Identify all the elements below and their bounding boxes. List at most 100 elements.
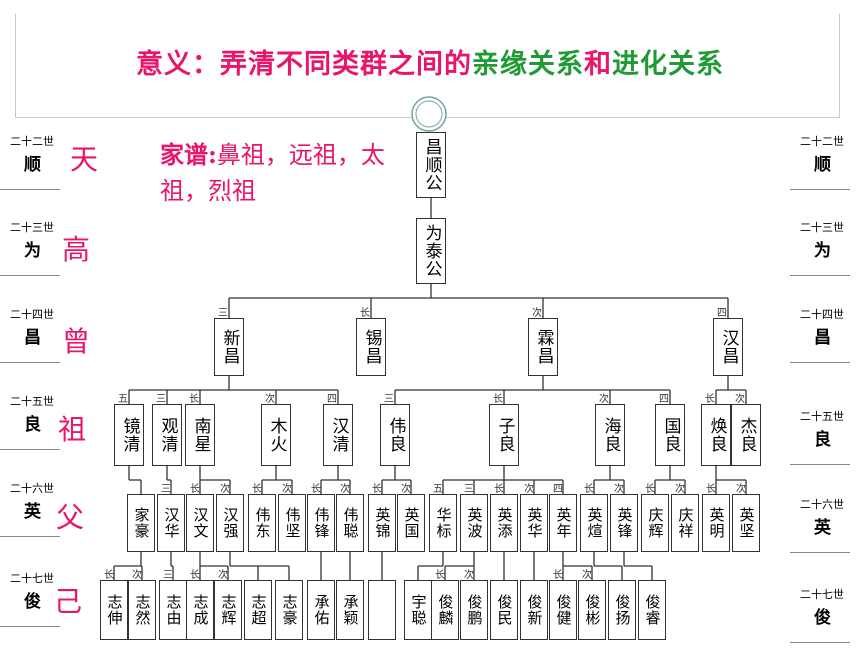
person-name: 国良: [660, 417, 681, 453]
generation-label: 二十四世昌: [0, 300, 60, 370]
birth-order-tag: 次: [265, 394, 275, 405]
person-box: 汉昌: [713, 318, 743, 376]
person-box: 宇聪: [404, 580, 432, 640]
person-box: 俊民: [490, 580, 518, 640]
person-box: 俊健: [549, 580, 577, 640]
birth-order-tag: 长: [372, 484, 382, 495]
birth-order-tag: 次: [220, 484, 230, 495]
person-box: 汉华: [157, 494, 185, 552]
person-name: 俊新: [525, 594, 544, 626]
birth-order-tag: 三: [218, 308, 228, 319]
person-name: 汉昌: [718, 329, 739, 365]
person-name: 英国: [402, 507, 421, 539]
person-box: 木火: [261, 404, 291, 466]
birth-order-tag: 长: [189, 394, 199, 405]
person-name: 为泰公: [421, 224, 442, 278]
generation-char: 为: [24, 241, 41, 261]
person-name: 汉华: [162, 507, 181, 539]
birth-order-tag: 长: [252, 484, 262, 495]
generation-char: 顺: [24, 155, 41, 175]
generation-divider: [0, 626, 60, 627]
person-box: 为泰公: [416, 218, 446, 284]
person-name: 南星: [190, 417, 211, 453]
kinship-word: 祖: [58, 413, 87, 446]
birth-order-tag: 五: [118, 394, 128, 405]
birth-order-tag: 长: [104, 570, 114, 581]
person-name: 英锦: [373, 507, 392, 539]
person-name: 英锋: [615, 507, 634, 539]
person-name: 宇聪: [409, 594, 428, 626]
person-box: 俊新: [520, 580, 548, 640]
generation-char: 昌: [24, 328, 41, 348]
title-part: 意义：弄清不同类群之间的: [136, 49, 472, 80]
title-part: 进化关系: [612, 49, 724, 80]
person-name: 志超: [249, 594, 268, 626]
birth-order-tag: 长: [584, 484, 594, 495]
generation-divider: [0, 536, 60, 537]
title-part: 和: [584, 49, 612, 80]
person-box: 英国: [397, 494, 425, 552]
person-box: 英华: [520, 494, 548, 552]
person-name: 英波: [465, 507, 484, 539]
generation-divider: [790, 189, 850, 190]
person-box: 俊扬: [608, 580, 636, 640]
person-box: 志辉: [214, 580, 242, 640]
generation-divider: [790, 362, 850, 363]
birth-order-tag: 四: [327, 394, 337, 405]
kinship-word: 高: [62, 233, 91, 266]
person-name: 汉清: [328, 417, 349, 453]
person-box: 海良: [595, 404, 625, 466]
person-box: 庆辉: [641, 494, 669, 552]
birth-order-tag: 四: [553, 484, 563, 495]
person-name: 英煊: [585, 507, 604, 539]
birth-order-tag: 次: [132, 570, 142, 581]
person-name: 杰良: [736, 417, 757, 453]
person-box: 庆祥: [671, 494, 699, 552]
generation-divider: [0, 275, 60, 276]
generation-label: 二十二世顺: [0, 127, 60, 197]
birth-order-tag: 长: [190, 570, 200, 581]
generation-char: 英: [814, 518, 831, 538]
birth-order-tag: 次: [282, 484, 292, 495]
person-name: 志伸: [105, 594, 124, 626]
generation-number: 二十四世: [10, 308, 54, 321]
generation-label: 二十二世顺: [790, 127, 850, 197]
birth-order-tag: 次: [599, 394, 609, 405]
person-box: 子良: [489, 404, 519, 466]
person-name: 英明: [707, 507, 726, 539]
person-box: 志成: [186, 580, 214, 640]
person-box: [368, 580, 396, 640]
generation-label: 二十三世为: [790, 213, 850, 283]
generation-divider: [0, 189, 60, 190]
birth-order-tag: 次: [401, 484, 411, 495]
person-box: 家豪: [127, 494, 155, 552]
person-box: 英添: [490, 494, 518, 552]
generation-divider: [790, 642, 850, 643]
person-name: 伟锋: [312, 507, 331, 539]
birth-order-tag: 长: [705, 394, 715, 405]
generation-char: 顺: [814, 155, 831, 175]
person-name: 伟良: [385, 417, 406, 453]
person-box: 伟坚: [278, 494, 306, 552]
generation-char: 为: [814, 241, 831, 261]
person-box: 志超: [244, 580, 272, 640]
person-name: 俊鹏: [465, 594, 484, 626]
person-box: 伟良: [380, 404, 410, 466]
generation-number: 二十三世: [10, 221, 54, 234]
birth-order-tag: 次: [735, 394, 745, 405]
genealogy-note: 家谱:鼻祖，远祖，太祖，烈祖: [160, 137, 390, 209]
birth-order-tag: 长: [360, 308, 370, 319]
birth-order-tag: 次: [582, 570, 592, 581]
generation-label: 二十七世俊: [0, 564, 60, 634]
generation-divider: [790, 552, 850, 553]
kinship-word: 天: [70, 143, 99, 176]
birth-order-tag: 长: [553, 570, 563, 581]
birth-order-tag: 三: [156, 394, 166, 405]
person-box: 新昌: [214, 318, 244, 376]
generation-number: 二十三世: [800, 221, 844, 234]
slide-title: 意义：弄清不同类群之间的亲缘关系和进化关系: [0, 42, 860, 81]
generation-label: 二十七世俊: [790, 580, 850, 650]
person-name: 伟聪: [341, 507, 360, 539]
person-box: 英波: [460, 494, 488, 552]
